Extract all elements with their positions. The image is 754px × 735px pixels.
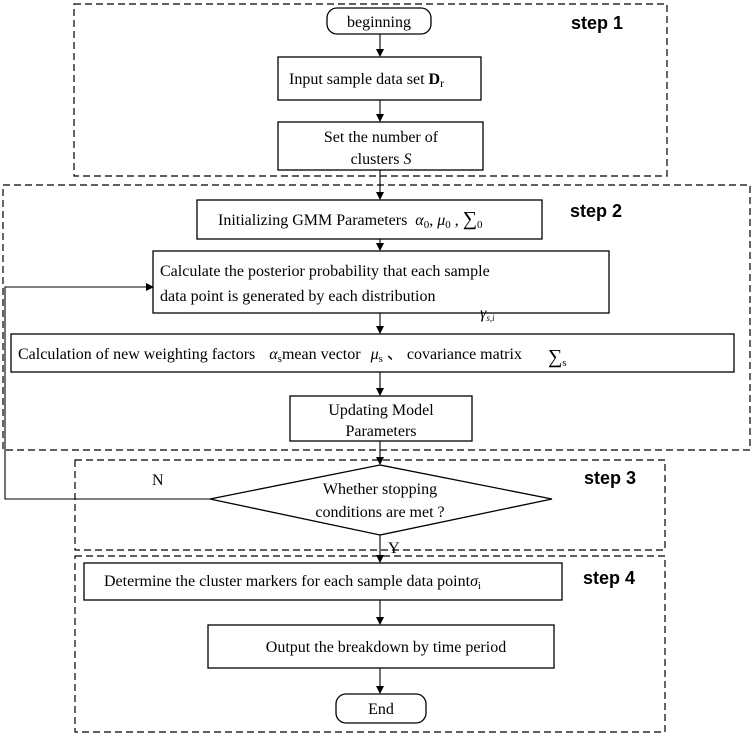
posterior-gamma-sub: s,i — [486, 313, 495, 323]
step1-group — [73, 3, 668, 177]
set-clusters-node — [277, 121, 484, 171]
input-subscript: r — [440, 76, 444, 90]
step3-label: step 3 — [584, 468, 636, 488]
calc-sigma: ∑ — [548, 346, 562, 368]
input-label: Input sample data set Dr — [289, 71, 444, 90]
output-label: Output the breakdown by time period — [266, 639, 506, 656]
init-sigma: ∑ — [463, 208, 477, 230]
determine-node — [83, 562, 563, 601]
start-label: beginning — [347, 14, 411, 31]
determine-sigma: σ — [470, 573, 479, 590]
posterior-node — [152, 250, 610, 314]
calc-alpha: α — [269, 346, 278, 363]
posterior-gamma: γ — [480, 305, 487, 322]
determine-text: Determine the cluster markers for each s… — [104, 573, 471, 590]
input-node — [277, 56, 482, 101]
update-line2: Parameters — [345, 423, 416, 440]
set-clusters-text: clusters — [351, 151, 404, 168]
determine-sigma-sub: i — [478, 581, 481, 592]
posterior-line1: Calculate the posterior probability that… — [160, 263, 490, 280]
calc-text3: 、 covariance matrix — [383, 346, 526, 363]
step2-label: step 2 — [570, 201, 622, 221]
calc-alpha-sub: s — [278, 353, 282, 365]
decision-line1: Whether stopping — [323, 481, 437, 498]
calc-mu-sub: s — [379, 353, 383, 365]
step1-label: step 1 — [571, 13, 623, 33]
init-text: Initializing GMM Parameters — [218, 212, 411, 229]
determine-label: Determine the cluster markers for each s… — [104, 573, 481, 592]
posterior-symbol: γs,i — [480, 305, 495, 323]
arrow-loop-back-no — [4, 283, 210, 500]
set-clusters-line1: Set the number of — [324, 129, 439, 146]
update-line1: Updating Model — [328, 402, 434, 419]
step3-group — [74, 459, 666, 551]
set-clusters-line2: clusters S — [351, 151, 412, 168]
no-label: N — [152, 472, 164, 489]
update-node — [289, 395, 473, 442]
step4-group — [74, 555, 666, 733]
decision-line2: conditions are met ? — [315, 504, 444, 521]
end-node — [335, 693, 427, 724]
init-sigma-sub: 0 — [477, 219, 483, 231]
end-label: End — [368, 701, 394, 718]
init-alpha-sub: 0 — [424, 219, 430, 231]
calc-sigma-sub: s — [562, 357, 566, 369]
init-mu-sub: 0 — [445, 219, 451, 231]
init-mu: μ — [436, 212, 445, 229]
set-clusters-symbol: S — [403, 151, 411, 168]
calc-text1: Calculation of new weighting factors — [18, 346, 259, 363]
calc-node — [10, 333, 735, 373]
yes-label: Y — [388, 540, 400, 557]
init-node — [196, 199, 543, 240]
init-alpha: α — [415, 212, 424, 229]
input-text: Input sample data set — [289, 71, 429, 88]
decision-node — [209, 464, 553, 536]
step4-label: step 4 — [583, 568, 635, 588]
calc-mu: μ — [370, 346, 379, 363]
output-node — [207, 624, 555, 669]
calc-label: Calculation of new weighting factors αsm… — [18, 346, 567, 369]
calc-text2: mean vector — [282, 346, 365, 363]
input-symbol: D — [429, 71, 441, 88]
init-label: Initializing GMM Parameters α0, μ0 , ∑0 — [218, 208, 483, 231]
posterior-line2: data point is generated by each distribu… — [160, 288, 435, 305]
start-node — [326, 7, 432, 35]
